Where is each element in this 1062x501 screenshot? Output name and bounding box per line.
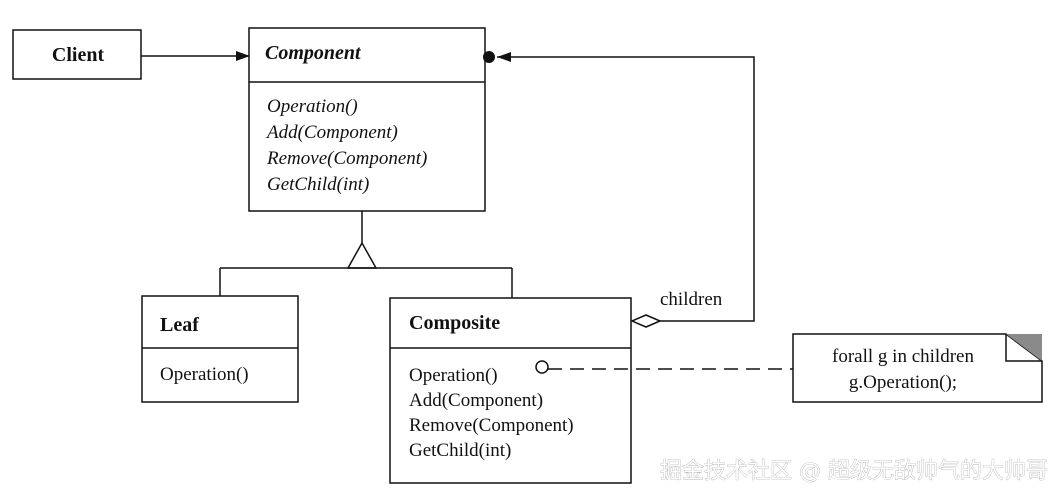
client-class: Client bbox=[12, 29, 142, 80]
component-class: Component Operation() Add(Component) Rem… bbox=[248, 27, 486, 212]
client-name: Client bbox=[52, 44, 105, 66]
composite-name: Composite bbox=[409, 312, 500, 334]
children-association-line bbox=[497, 56, 755, 322]
leaf-name: Leaf bbox=[160, 314, 199, 336]
client-box bbox=[12, 29, 142, 80]
note-box bbox=[792, 333, 1043, 403]
note-fold-edge bbox=[1005, 334, 1042, 362]
note-anchor-circle bbox=[535, 360, 549, 374]
generalization bbox=[219, 211, 513, 298]
inheritance-triangle bbox=[346, 241, 378, 269]
children-label: children bbox=[660, 289, 723, 310]
composite-op-add: Add(Component) bbox=[409, 390, 543, 411]
many-multiplicity-dot bbox=[483, 51, 495, 63]
children-arrowhead bbox=[497, 52, 511, 62]
leaf-class: Leaf Operation() bbox=[141, 295, 299, 403]
component-box bbox=[248, 27, 486, 212]
leaf-box bbox=[141, 295, 299, 403]
note-line-1: forall g in children bbox=[832, 346, 974, 367]
composite-op-remove: Remove(Component) bbox=[409, 415, 574, 436]
component-op-remove: Remove(Component) bbox=[266, 148, 427, 169]
component-op-getchild: GetChild(int) bbox=[267, 174, 369, 195]
watermark-text: 掘金技术社区 @ 超级无敌帅气的大帅哥 bbox=[660, 459, 1048, 484]
component-name: Component bbox=[265, 42, 362, 64]
note-folded-corner bbox=[1006, 334, 1042, 361]
composite-op-operation: Operation() bbox=[409, 365, 498, 386]
aggregation-diamond bbox=[630, 314, 662, 328]
component-op-operation: Operation() bbox=[267, 96, 358, 117]
composite-box bbox=[389, 297, 632, 484]
component-op-add: Add(Component) bbox=[265, 122, 398, 143]
note: forall g in children g.Operation(); bbox=[792, 333, 1043, 403]
leaf-op-operation: Operation() bbox=[160, 364, 249, 385]
composite-class: Composite Operation() Add(Component) Rem… bbox=[389, 297, 632, 484]
note-line-2: g.Operation(); bbox=[849, 372, 957, 393]
composite-op-getchild: GetChild(int) bbox=[409, 440, 511, 461]
